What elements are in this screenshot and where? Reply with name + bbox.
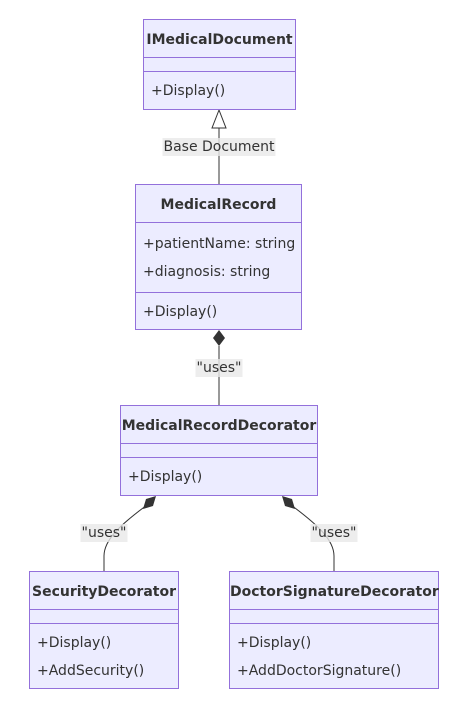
edge-label-uses: "uses" (80, 524, 128, 542)
method: +Display() (151, 83, 226, 99)
edge-label-uses: "uses" (195, 359, 243, 377)
composition-diamond-doctor (282, 496, 295, 509)
edge-label-uses: "uses" (310, 524, 358, 542)
separator (121, 443, 317, 444)
realization-arrowhead (211, 108, 227, 129)
class-medicalrecorddecorator: MedicalRecordDecorator +Display() (120, 405, 318, 496)
class-imedicaldocument: IMedicalDocument +Display() (143, 19, 296, 110)
class-name: MedicalRecord (160, 197, 277, 213)
separator (144, 71, 295, 72)
separator (136, 222, 301, 223)
separator (30, 623, 178, 624)
class-name: DoctorSignatureDecorator (230, 584, 439, 600)
method: +Display() (37, 635, 112, 651)
method: +Display() (128, 469, 203, 485)
class-name: MedicalRecordDecorator (121, 418, 317, 434)
composition-diamond-security (143, 496, 156, 509)
separator (136, 292, 301, 293)
method: +Display() (143, 304, 218, 320)
separator (230, 609, 438, 610)
class-doctorsignaturedecorator: DoctorSignatureDecorator +Display() +Add… (229, 571, 439, 689)
separator (230, 623, 438, 624)
attribute: +diagnosis: string (143, 264, 271, 280)
method: +Display() (237, 635, 312, 651)
method: +AddDoctorSignature() (237, 663, 402, 679)
separator (121, 457, 317, 458)
separator (30, 609, 178, 610)
edge-label-base-document: Base Document (162, 138, 276, 156)
separator (144, 57, 295, 58)
composition-diamond-record (213, 330, 225, 346)
class-name: SecurityDecorator (32, 584, 176, 600)
class-name: IMedicalDocument (146, 32, 293, 48)
class-securitydecorator: SecurityDecorator +Display() +AddSecurit… (29, 571, 179, 689)
method: +AddSecurity() (37, 663, 145, 679)
attribute: +patientName: string (143, 236, 296, 252)
class-medicalrecord: MedicalRecord +patientName: string +diag… (135, 184, 302, 330)
